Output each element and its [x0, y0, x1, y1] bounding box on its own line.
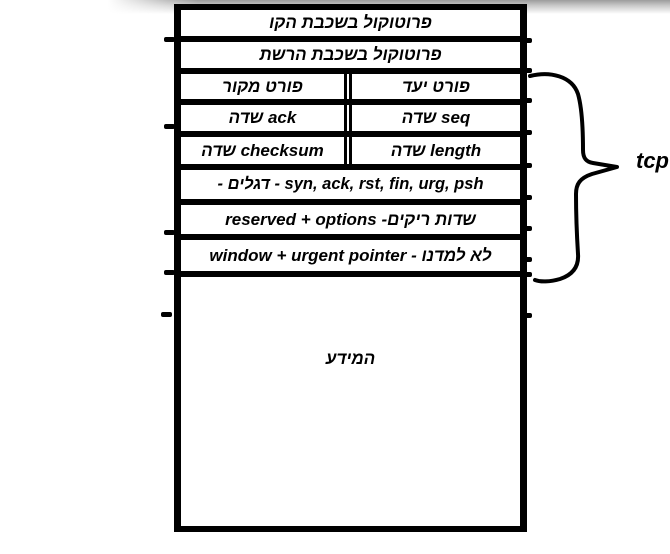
tick-mark: [521, 272, 532, 277]
cell-dest-port: פורט יעד: [402, 76, 470, 96]
tick-mark: [521, 226, 532, 231]
tick-mark: [521, 163, 532, 168]
tick-mark: [521, 130, 532, 135]
tick-mark: [164, 230, 175, 235]
cell-ack-field: שדה ack: [228, 108, 297, 127]
tick-mark: [521, 195, 532, 200]
tick-mark: [521, 38, 532, 43]
row-reserved-options: שדות ריקים- reserved + options: [181, 205, 520, 240]
row-network-layer-protocol: פרוטוקול בשכבת הרשת: [181, 42, 520, 74]
cell-divider: [344, 74, 352, 99]
row-window-urgent-pointer: לא למדנו - window + urgent pointer: [181, 240, 520, 277]
tick-mark: [164, 124, 175, 129]
tcp-brace-icon: [528, 72, 619, 284]
data-payload-box: המידע: [325, 349, 376, 368]
tick-mark: [521, 68, 532, 73]
tick-mark: [521, 313, 532, 318]
cell-seq-field: שדה seq: [401, 108, 471, 127]
row-link-layer-protocol: פרוטוקול בשכבת הקו: [181, 10, 520, 42]
tick-mark: [521, 98, 532, 103]
cell-divider: [344, 137, 352, 164]
tcp-segment-stack: פרוטוקול בשכבת הקו פרוטוקול בשכבת הרשת פ…: [174, 4, 527, 532]
tcp-label: tcp: [636, 148, 669, 173]
row-ack-seq: שדה ack שדה seq: [181, 105, 520, 137]
cell-length-field: שדה length: [390, 140, 482, 160]
tick-mark: [164, 270, 175, 275]
row-checksum-length: שדה checksum שדה length: [181, 137, 520, 170]
row-ports: פורט מקור פורט יעד: [181, 74, 520, 105]
tick-mark: [161, 312, 172, 317]
tick-mark: [164, 37, 175, 42]
cell-divider: [344, 105, 352, 131]
tick-mark: [521, 257, 532, 262]
row-flags: - דגלים - syn, ack, rst, fin, urg, psh: [181, 170, 520, 205]
cell-source-port: פורט מקור: [222, 76, 303, 96]
cell-checksum-field: שדה checksum: [201, 140, 324, 160]
